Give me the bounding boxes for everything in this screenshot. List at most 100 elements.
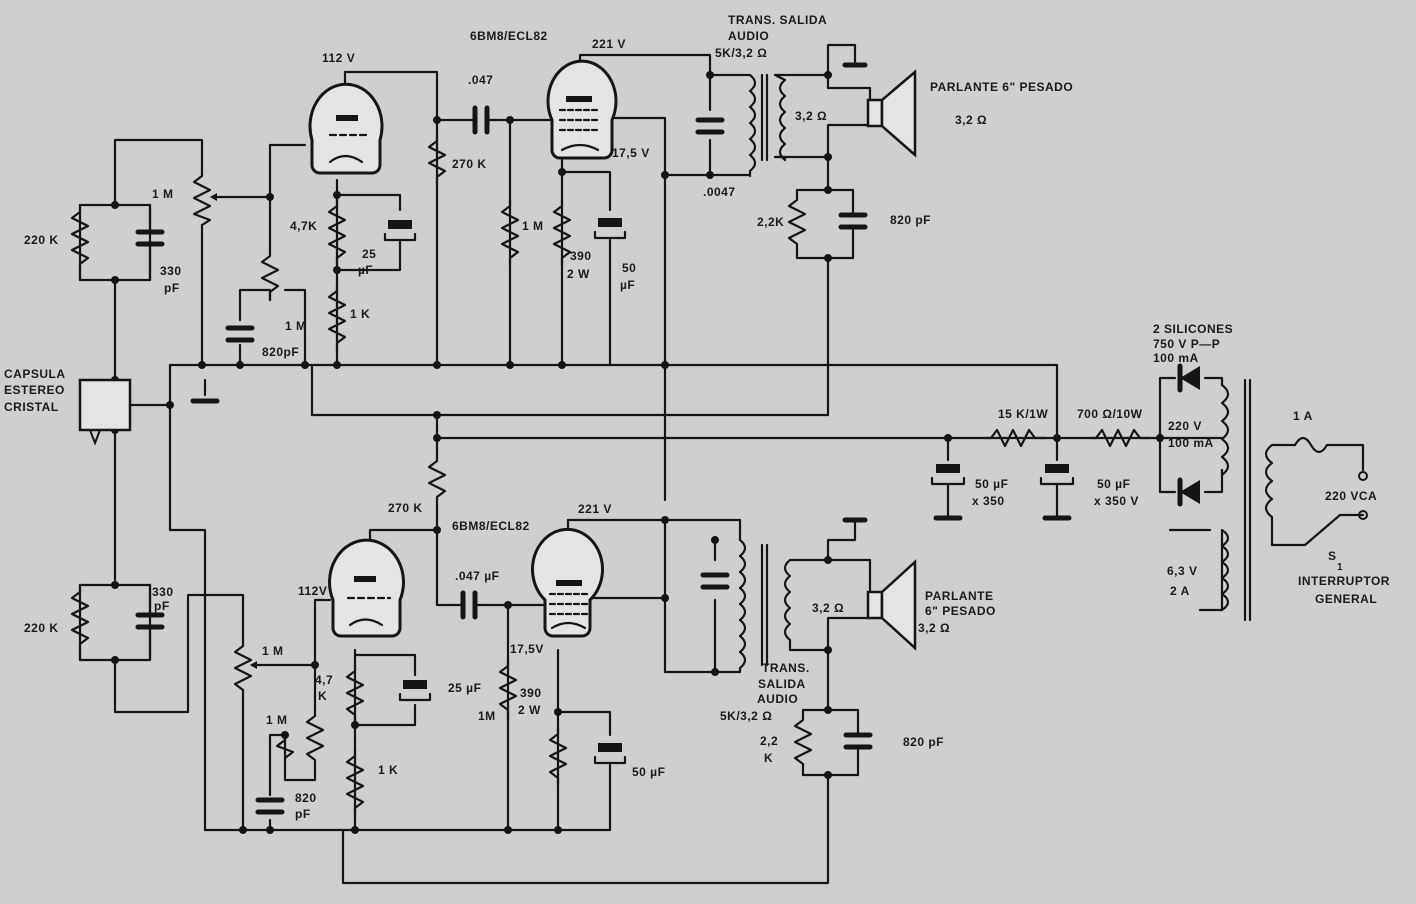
resistor-47k-cathode-bottom — [345, 663, 365, 727]
label-175v-top: 17,5 V — [612, 146, 650, 160]
label-330-bottom-b: pF — [154, 599, 170, 613]
label-390-top-a: 390 — [570, 249, 592, 263]
label-hv-2: 100 mA — [1168, 436, 1214, 450]
label-sec-top: 3,2 Ω — [795, 109, 827, 123]
label-switch-s: S — [1328, 549, 1337, 563]
label-047-top: .047 — [468, 73, 493, 87]
resistor-1m-top — [500, 198, 520, 267]
grounds — [190, 62, 1072, 523]
diodes — [1177, 363, 1200, 507]
label-221v-bottom: 221 V — [578, 502, 612, 516]
cartridge — [78, 378, 132, 446]
label-c50a-2: x 350 — [972, 494, 1005, 508]
label-50-top-a: 50 — [622, 261, 636, 275]
label-speaker-top-1: PARLANTE 6" PESADO — [930, 80, 1073, 94]
label-22k-bottom-a: 2,2 — [760, 734, 778, 748]
label-speaker-bottom-1: PARLANTE — [925, 589, 993, 603]
pentode-bottom — [531, 527, 604, 638]
label-50-top-b: µF — [620, 278, 635, 292]
label-1m-top-grid: 1 M — [522, 219, 544, 233]
label-270k-bottom: 270 K — [388, 501, 423, 515]
resistors — [70, 133, 1152, 817]
label-c50b-1: 50 µF — [1097, 477, 1130, 491]
label-silicones-3: 100 mA — [1153, 351, 1199, 365]
label-switch-sub: 1 — [1337, 562, 1343, 573]
label-c50a-1: 50 µF — [975, 477, 1008, 491]
label-330-bottom-a: 330 — [152, 585, 174, 599]
resistor-22k-top — [787, 188, 807, 260]
label-820fb-top: 820 pF — [890, 213, 931, 227]
label-hv-1: 220 V — [1168, 419, 1202, 433]
output-transformer-top — [748, 73, 787, 178]
wiring — [78, 43, 1365, 885]
label-trans-bottom-2: SALIDA — [758, 677, 806, 691]
label-820-bottom-b: pF — [295, 807, 311, 821]
label-390-top-b: 2 W — [567, 267, 590, 281]
label-switch-1: INTERRUPTOR — [1298, 574, 1390, 588]
label-fuse: 1 A — [1293, 409, 1313, 423]
label-trans-top-3: 5K/3,2 Ω — [715, 46, 767, 60]
resistor-1k-bottom — [345, 748, 365, 817]
label-47k-top: 4,7K — [290, 219, 317, 233]
resistor-270k-top — [427, 133, 447, 187]
pot-1m-bottom — [233, 638, 253, 692]
label-c50b-2: x 350 V — [1094, 494, 1139, 508]
label-1m-bottom-grid: 1M — [478, 709, 496, 723]
resistor-390-bottom — [548, 726, 568, 787]
label-tube-bottom: 6BM8/ECL82 — [452, 519, 530, 533]
label-820-bottom-a: 820 — [295, 791, 317, 805]
label-mains: 220 VCA — [1325, 489, 1377, 503]
resistor-1m-grid-top — [260, 248, 280, 302]
output-transformer-bottom — [738, 538, 792, 674]
label-silicones-1: 2 SILICONES — [1153, 322, 1233, 336]
triode-bottom — [328, 538, 405, 638]
label-1k-top: 1 K — [350, 307, 370, 321]
label-fil-2: 2 A — [1170, 584, 1190, 598]
label-trans-top-1: TRANS. SALIDA — [728, 13, 827, 27]
label-speaker-bottom-3: 3,2 Ω — [918, 621, 950, 635]
resistor-220k-top — [70, 203, 90, 282]
label-sec-bottom: 3,2 Ω — [812, 601, 844, 615]
resistor-1m-bottom — [498, 658, 518, 722]
label-1m-bottom-pot: 1 M — [262, 644, 284, 658]
label-22k-bottom-b: K — [764, 751, 773, 765]
label-047-bottom: .047 µF — [455, 569, 499, 583]
label-capsula-3: CRISTAL — [4, 400, 59, 414]
label-tube-top: 6BM8/ECL82 — [470, 29, 548, 43]
label-270k-top: 270 K — [452, 157, 487, 171]
pentode-top — [546, 59, 618, 160]
label-220k-bottom: 220 K — [24, 621, 59, 635]
label-speaker-bottom-2: 6" PESADO — [925, 604, 996, 618]
label-trans-bottom-4: 5K/3,2 Ω — [720, 709, 772, 723]
label-trans-bottom-3: AUDIO — [757, 692, 798, 706]
label-112v-top: 112 V — [322, 51, 355, 65]
label-capsula-1: CAPSULA — [4, 367, 66, 381]
label-820-top: 820pF — [262, 345, 299, 359]
speaker-bottom — [866, 559, 917, 651]
label-speaker-top-2: 3,2 Ω — [955, 113, 987, 127]
resistor-22k-bottom — [793, 708, 813, 777]
resistor-1k-top — [327, 283, 347, 352]
label-700: 700 Ω/10W — [1077, 407, 1143, 421]
labels: 6BM8/ECL82 112 V 221 V .047 TRANS. SALID… — [4, 13, 1390, 821]
resistor-47k-top — [327, 198, 347, 267]
label-fil-1: 6,3 V — [1167, 564, 1198, 578]
resistor-15k — [983, 428, 1047, 448]
resistor-47k-bottom — [305, 708, 325, 767]
label-silicones-2: 750 V P—P — [1153, 337, 1220, 351]
capacitors — [135, 105, 1075, 815]
label-1m-top-b: 1 M — [285, 319, 307, 333]
label-0047: .0047 — [703, 185, 736, 199]
label-390-bottom-a: 390 — [520, 686, 542, 700]
label-330-top-b: pF — [164, 281, 180, 295]
label-390-bottom-b: 2 W — [518, 703, 541, 717]
speaker-top — [866, 69, 917, 158]
label-47k-bottom-a: 4,7 — [315, 673, 333, 687]
label-47k-bottom-b: K — [318, 689, 327, 703]
power-transformer — [1220, 378, 1368, 622]
resistor-270k-bottom — [427, 453, 447, 502]
label-1m-bottom-b: 1 M — [266, 713, 288, 727]
label-15k: 15 K/1W — [998, 407, 1048, 421]
resistor-1m-grid-bottom — [275, 733, 295, 760]
resistor-390-top — [552, 198, 572, 267]
